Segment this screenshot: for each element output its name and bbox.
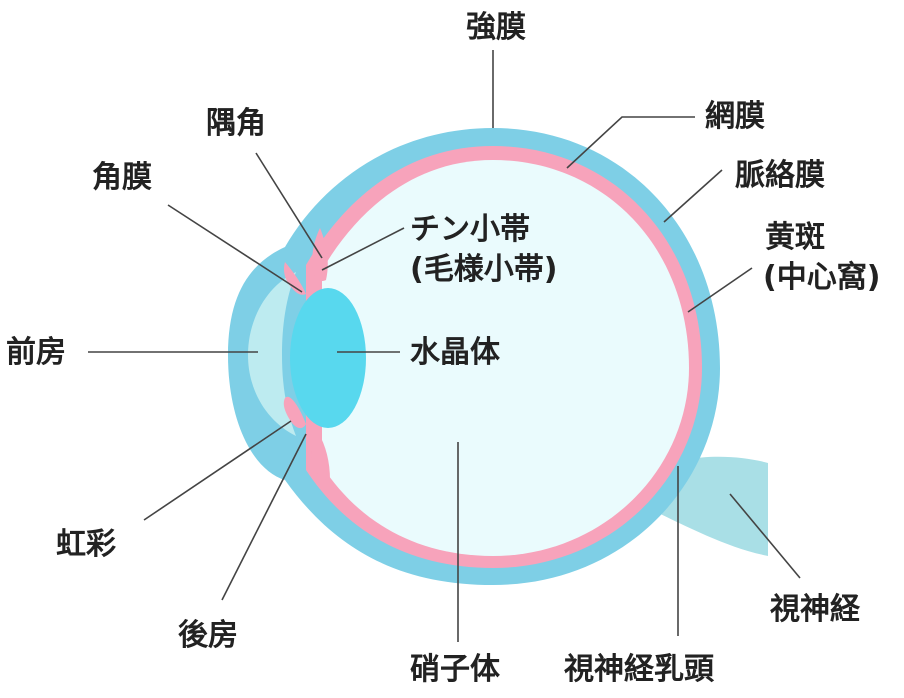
leader-angle bbox=[255, 152, 323, 259]
lens-shape bbox=[290, 288, 366, 428]
label-cornea: 角膜 bbox=[92, 160, 152, 195]
label-zonule: チン小帯 (毛様小帯) bbox=[410, 210, 557, 290]
leader-retina bbox=[566, 116, 695, 169]
label-macula: 黄斑 (中心窩) bbox=[763, 218, 880, 298]
label-iris: 虹彩 bbox=[56, 527, 116, 562]
anterior-chamber-shape bbox=[248, 272, 296, 436]
ciliary-body-lower bbox=[311, 432, 330, 481]
leader-zonule bbox=[321, 227, 405, 271]
label-optic-nerve: 視神経 bbox=[770, 592, 860, 627]
label-zonule-line2: (毛様小帯) bbox=[410, 252, 558, 287]
label-retina: 網膜 bbox=[705, 99, 765, 134]
vitreous-body bbox=[322, 160, 689, 556]
leader-cornea bbox=[167, 204, 303, 293]
label-anterior-chamber: 前房 bbox=[6, 335, 66, 370]
leader-optic-nerve bbox=[729, 493, 801, 579]
leader-lines bbox=[88, 50, 801, 642]
label-angle: 隅角 bbox=[206, 106, 266, 141]
label-sclera: 強膜 bbox=[466, 10, 526, 45]
label-choroid: 脈絡膜 bbox=[735, 158, 825, 193]
label-zonule-line1: チン小帯 bbox=[410, 212, 530, 247]
label-optic-disc: 視神経乳頭 bbox=[564, 652, 714, 687]
leader-choroid bbox=[663, 169, 723, 223]
label-lens: 水晶体 bbox=[410, 335, 500, 370]
leader-iris bbox=[143, 420, 292, 521]
leader-posterior-chamber bbox=[221, 433, 307, 601]
label-vitreous: 硝子体 bbox=[410, 652, 500, 687]
label-macula-line2: (中心窩) bbox=[763, 260, 881, 295]
label-macula-line1: 黄斑 bbox=[765, 220, 825, 255]
label-posterior-chamber: 後房 bbox=[178, 618, 238, 653]
iris-lower bbox=[283, 396, 306, 429]
iris-upper bbox=[283, 262, 306, 295]
leader-macula bbox=[687, 267, 753, 313]
